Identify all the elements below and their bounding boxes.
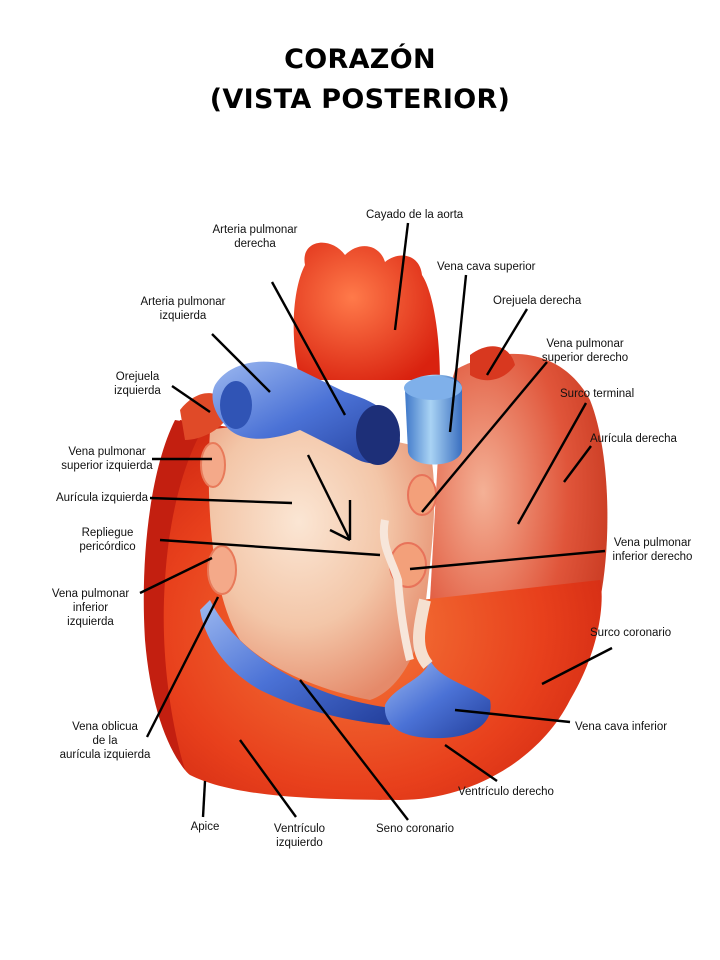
- label-auricula-derecha: Aurícula derecha: [590, 433, 677, 445]
- label-vena-cava-superior: Vena cava superior: [437, 261, 536, 273]
- label-arteria-pulmonar-izquierda: Arteria pulmonar izquierda: [140, 296, 226, 322]
- label-vena-oblicua: Vena oblicua de la aurícula izquierda: [59, 721, 151, 761]
- label-vena-pulmonar-inferior-derecho: Vena pulmonar inferior derecho: [612, 537, 693, 563]
- aortic-arch: [293, 242, 440, 380]
- right-auricle: [470, 346, 515, 381]
- label-auricula-izquierda: Aurícula izquierda: [56, 492, 149, 504]
- page-subtitle: (VISTA POSTERIOR): [209, 84, 511, 115]
- label-ventriculo-izquierdo: Ventrículo izquierdo: [273, 823, 326, 849]
- label-vena-cava-inferior: Vena cava inferior: [575, 721, 668, 733]
- coronary-sinus: [200, 600, 390, 725]
- label-vena-pulmonar-inferior-izquierda: Vena pulmonar inferior izquierda: [51, 588, 130, 628]
- pulmonary-artery: [212, 361, 400, 464]
- inferior-vena-cava: [384, 660, 491, 739]
- label-arteria-pulmonar-derecha: Arteria pulmonar derecha: [212, 224, 298, 250]
- pulmonary-artery-left-end: [220, 381, 252, 429]
- pv-superior-right: [407, 474, 437, 516]
- label-repliegue-pericardico: Repliegue pericórdico: [79, 527, 136, 553]
- pericardial-fold: [379, 519, 414, 661]
- label-vena-pulmonar-superior-derecho: Vena pulmonar superior derecho: [541, 338, 629, 364]
- label-seno-coronario: Seno coronario: [376, 823, 454, 835]
- label-orejuela-derecha: Orejuela derecha: [493, 295, 582, 307]
- label-surco-coronario: Surco coronario: [590, 627, 672, 639]
- pv-inferior-left: [207, 545, 237, 595]
- pv-superior-left: [200, 442, 226, 488]
- pulmonary-artery-right-end: [356, 405, 400, 465]
- left-atrium-shape: [208, 426, 435, 700]
- label-surco-terminal: Surco terminal: [560, 388, 635, 400]
- label-ventriculo-derecho: Ventrículo derecho: [458, 786, 554, 798]
- label-orejuela-izquierda: Orejuela izquierda: [114, 371, 161, 397]
- label-apice: Apice: [190, 821, 220, 833]
- label-cayado-aorta: Cayado de la aorta: [366, 209, 464, 221]
- left-border: [143, 420, 205, 770]
- page-title: CORAZÓN: [284, 44, 436, 75]
- leader-lines: [139, 222, 613, 821]
- label-vena-pulmonar-superior-izquierda: Vena pulmonar superior izquierda: [61, 446, 153, 472]
